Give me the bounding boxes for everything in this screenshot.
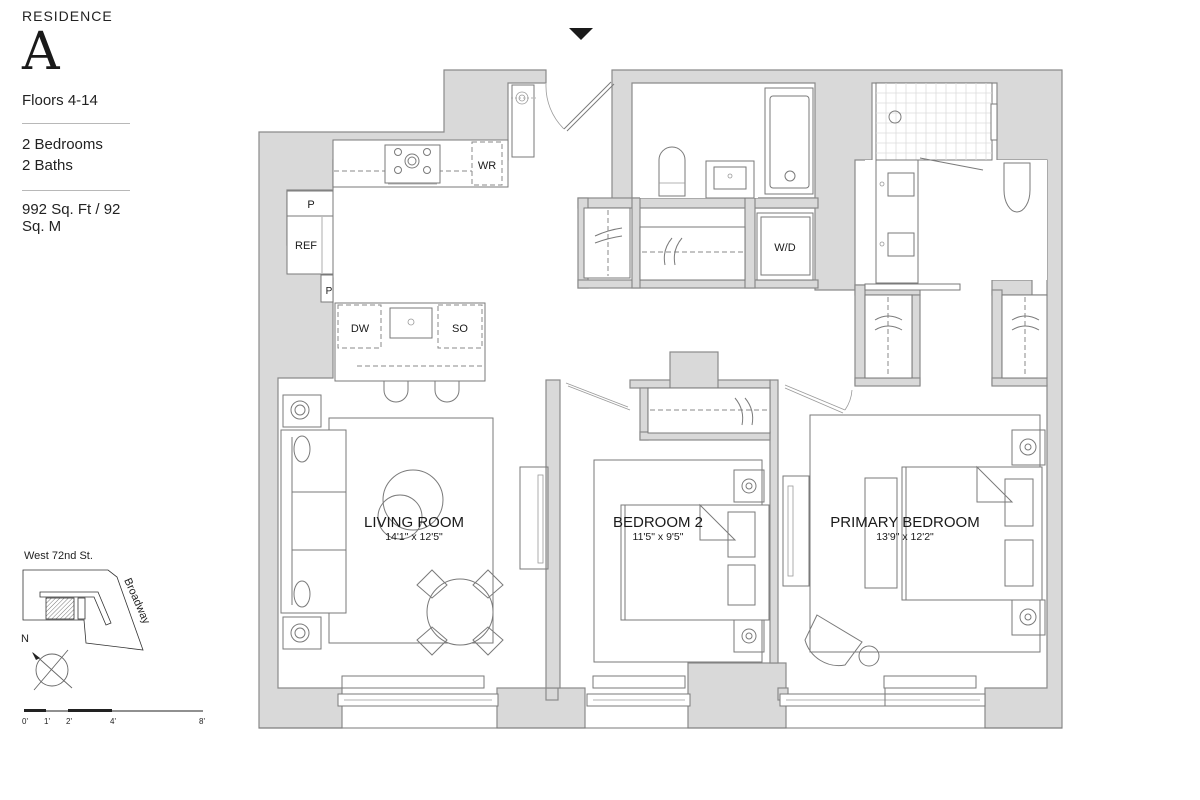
residence-letter: A <box>22 22 60 82</box>
living-room-name: LIVING ROOM <box>364 514 464 531</box>
toilet-icon <box>1003 162 1031 213</box>
washer-dryer-label: W/D <box>774 242 795 254</box>
entry-arrow-icon <box>569 28 593 40</box>
street-west-72nd: West 72nd St. <box>24 550 93 562</box>
faucet-icon <box>784 170 796 182</box>
north-label: N <box>21 633 29 645</box>
primary-bathroom <box>864 82 1048 379</box>
residence-info-panel: RESIDENCE A Floors 4-14 2 Bedrooms 2 Bat… <box>22 6 132 235</box>
dining-table-icon <box>416 569 504 656</box>
living-room-dimensions: 14'1" x 12'5" <box>385 531 443 543</box>
bedroom-2-dimensions: 11'5" x 9'5" <box>633 531 684 543</box>
entry-door <box>511 81 615 158</box>
floors-range: Floors 4-14 <box>22 92 98 109</box>
pantry-top-label: P <box>307 199 314 211</box>
bedroom-2-name: BEDROOM 2 <box>613 514 703 531</box>
shower <box>875 82 998 171</box>
scale-tick: 0' <box>22 717 28 726</box>
wine-fridge-label: WR <box>478 160 496 172</box>
square-footage: 992 Sq. Ft / 92 Sq. M <box>22 201 121 235</box>
primary-bedroom-name: PRIMARY BEDROOM <box>830 514 979 531</box>
bath-count: 2 Baths <box>22 157 73 174</box>
scale-tick: 4' <box>110 717 116 726</box>
hall-bathroom <box>640 85 814 199</box>
location-key-map: West 72nd St. Broadway N <box>21 550 152 691</box>
residence-label: RESIDENCE <box>22 8 113 24</box>
bedroom-2 <box>565 382 810 707</box>
lamp-icon <box>282 394 322 428</box>
bedroom-count: 2 Bedrooms <box>22 136 103 153</box>
nightstand-icon <box>733 469 765 503</box>
sofa-icon <box>280 429 347 614</box>
nightstand-icon <box>1011 429 1046 466</box>
north-arrow-icon <box>32 649 73 691</box>
nightstand-icon <box>1011 599 1046 636</box>
bench-icon <box>864 477 898 589</box>
scale-tick: 8' <box>199 717 205 726</box>
stool-icon <box>434 381 460 403</box>
armchair-icon <box>804 614 880 667</box>
refrigerator-label: REF <box>295 240 317 252</box>
speed-oven-label: SO <box>452 323 468 335</box>
laundry-closets: W/D <box>583 207 814 281</box>
exterior-walls <box>258 69 1063 729</box>
living-room <box>280 394 549 707</box>
divider <box>22 190 130 191</box>
cooktop-icon <box>384 144 441 185</box>
scale-tick: 1' <box>44 717 50 726</box>
dishwasher-label: DW <box>351 323 370 335</box>
scale-tick: 2' <box>66 717 72 726</box>
toilet-icon <box>658 146 686 197</box>
bed-icon <box>620 503 770 621</box>
nightstand-icon <box>733 619 765 653</box>
kitchen: WR P REF P DW SO <box>286 139 509 403</box>
scale-bar: 0' 1' 2' 4' 8' <box>22 709 205 726</box>
pantry-bottom-label: P <box>326 286 333 297</box>
primary-bedroom <box>779 384 1046 707</box>
primary-bedroom-dimensions: 13'9" x 12'2" <box>876 531 934 543</box>
lamp-icon <box>282 616 322 650</box>
divider <box>22 123 130 124</box>
stool-icon <box>383 381 409 403</box>
bed-icon <box>901 465 1043 601</box>
